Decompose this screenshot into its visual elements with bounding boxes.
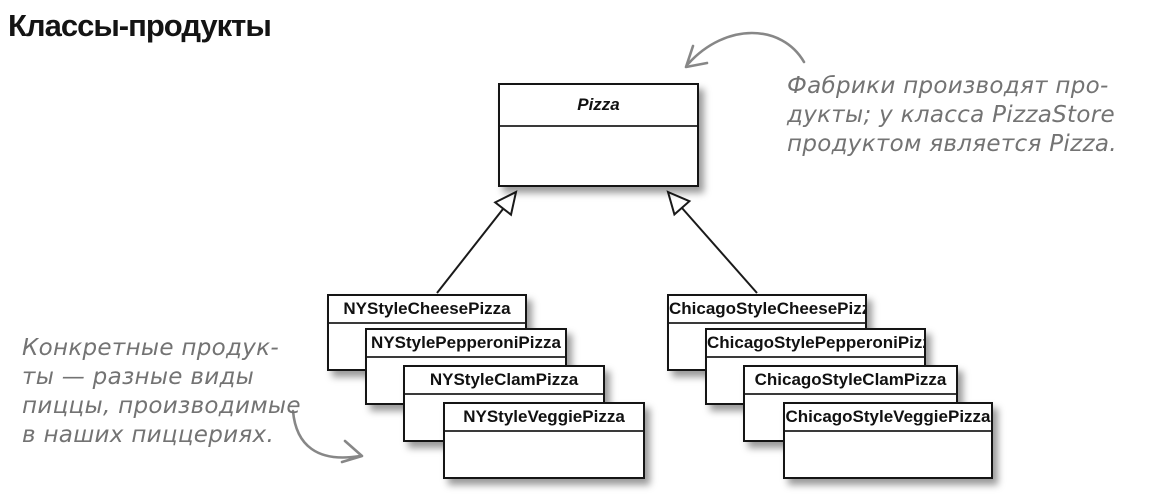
- curved-arrow-to-pizza-icon: [684, 31, 806, 69]
- note-line: продуктом является Pizza.: [787, 131, 1117, 157]
- class-name: NYStyleClamPizza: [405, 367, 603, 395]
- class-name: NYStyleCheesePizza: [329, 296, 525, 324]
- note-line: Фабрики производят про-: [787, 73, 1109, 99]
- factory-note: Фабрики производят про- дукты; у класса …: [787, 72, 1117, 159]
- inheritance-line-chicago: [681, 207, 758, 294]
- inheritance-arrowhead-chicago-icon: [666, 190, 692, 217]
- class-box-nystyleveggiepizza: NYStyleVeggiePizza: [443, 402, 645, 479]
- note-line: Конкретные продук-: [22, 335, 279, 361]
- note-line: ты — разные виды: [22, 364, 255, 390]
- class-name: NYStyleVeggiePizza: [445, 404, 643, 432]
- class-name: ChicagoStyleCheesePizza: [669, 296, 865, 324]
- curved-arrow-to-products-icon: [291, 409, 364, 464]
- inheritance-arrowhead-ny-icon: [493, 190, 518, 217]
- class-name-pizza: Pizza: [500, 85, 697, 127]
- page-title: Классы-продукты: [8, 8, 272, 43]
- class-name: NYStylePepperoniPizza: [367, 330, 565, 358]
- note-line: пиццы, производимые: [22, 393, 301, 419]
- class-name: ChicagoStyleVeggiePizza: [785, 404, 991, 432]
- products-note: Конкретные продук- ты — разные виды пицц…: [22, 334, 301, 450]
- class-body-pizza: [500, 127, 697, 185]
- class-name: ChicagoStyleClamPizza: [745, 367, 956, 395]
- class-box-pizza: Pizza: [498, 83, 699, 187]
- inheritance-line-ny: [436, 208, 504, 294]
- note-line: в наших пиццериях.: [22, 422, 275, 448]
- note-line: дукты; у класса PizzaStore: [787, 102, 1115, 128]
- class-box-chicagostyleveggiepizza: ChicagoStyleVeggiePizza: [783, 402, 993, 479]
- class-name: ChicagoStylePepperoniPizza: [707, 330, 924, 358]
